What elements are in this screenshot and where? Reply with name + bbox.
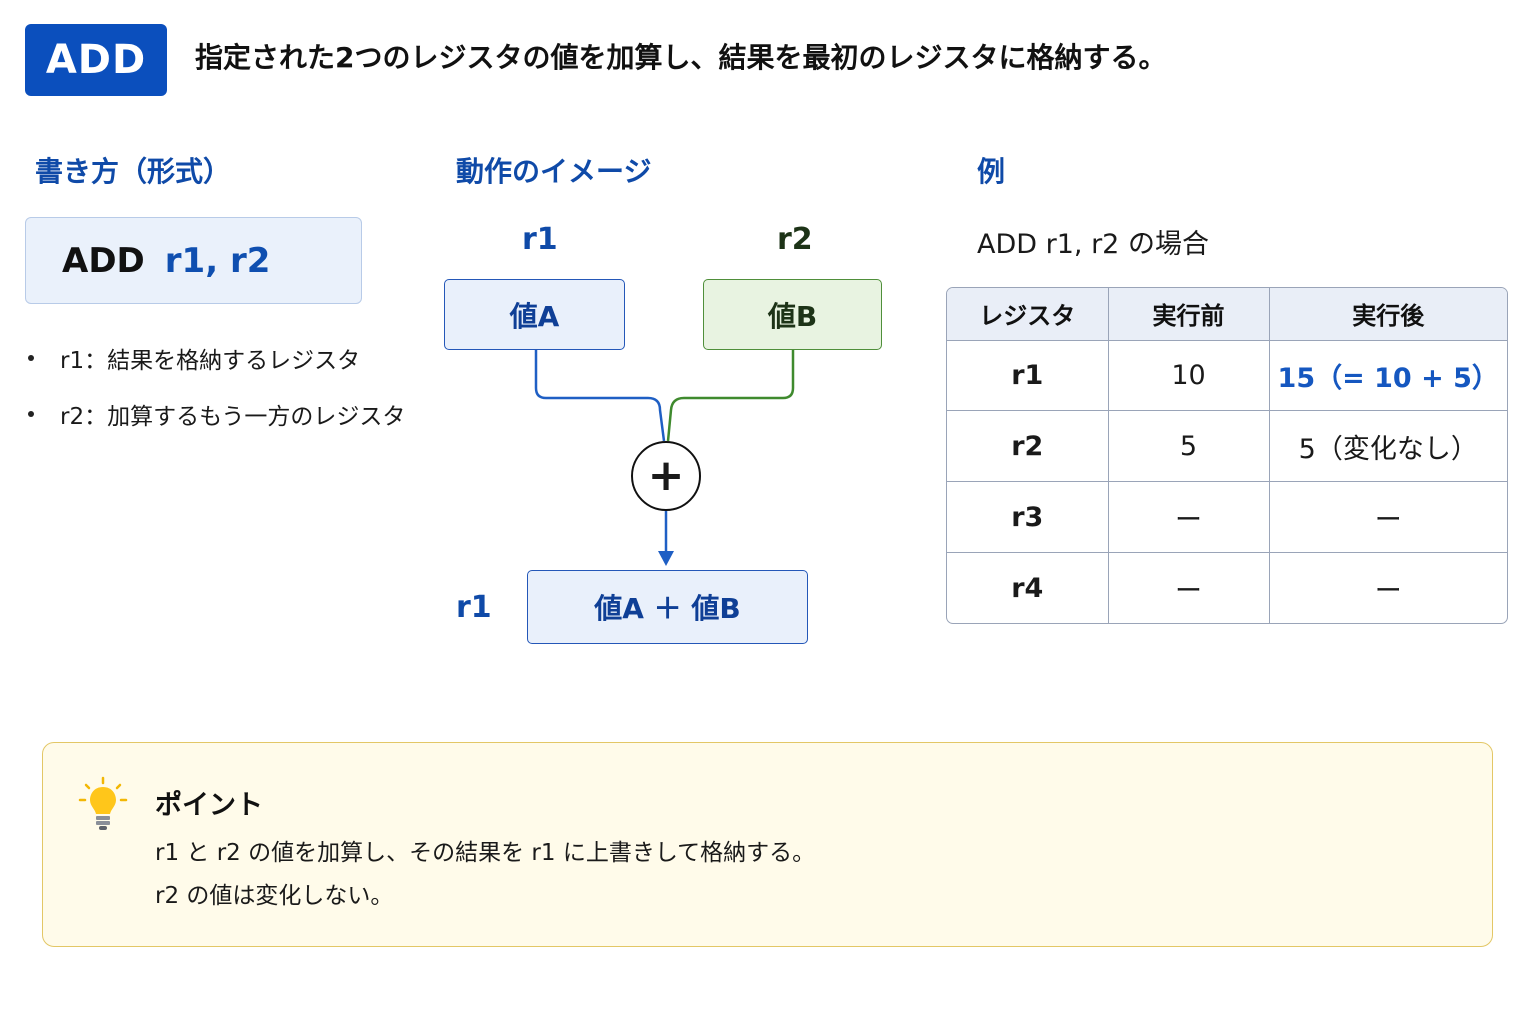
list-item: r2：加算するもう一方のレジスタ: [28, 386, 405, 442]
instruction-description: 指定された2つのレジスタの値を加算し、結果を最初のレジスタに格納する。: [195, 41, 1167, 74]
list-item: r1：結果を格納するレジスタ: [28, 330, 405, 386]
connector-b: [666, 350, 795, 442]
table-cell: 5（変化なし）: [1268, 410, 1507, 483]
point-line: r2 の値は変化しない。: [155, 883, 394, 909]
value-a-box: 値A: [444, 279, 625, 350]
table-row: r1 10 15（= 10 + 5）: [947, 339, 1507, 412]
table-header-cell: レジスタ: [947, 288, 1109, 341]
lightbulb-icon: [78, 776, 128, 830]
table-cell: r3: [947, 481, 1109, 554]
point-callout: [42, 742, 1493, 947]
result-arrow-head: [658, 551, 674, 566]
register-label-b: r2: [777, 222, 813, 257]
example-subtitle: ADD r1, r2 の場合: [977, 229, 1209, 260]
plus-operator-icon: +: [631, 441, 701, 511]
table-cell: r4: [947, 552, 1109, 623]
example-section-title: 例: [977, 155, 1006, 188]
value-b-box: 値B: [703, 279, 882, 350]
table-cell: ー: [1268, 552, 1507, 623]
instruction-badge: ADD: [25, 24, 167, 96]
syntax-section-title: 書き方（形式）: [35, 155, 232, 188]
bullet-text: r2：加算するもう一方のレジスタ: [60, 404, 406, 430]
table-cell: 10: [1107, 339, 1270, 412]
result-value-box: 値A ＋ 値B: [527, 570, 808, 644]
table-cell: 15（= 10 + 5）: [1268, 339, 1507, 412]
table-cell: r2: [947, 410, 1109, 483]
diagram-section-title: 動作のイメージ: [456, 155, 652, 188]
point-line: r1 と r2 の値を加算し、その結果を r1 に上書きして格納する。: [155, 840, 816, 866]
table-row: r3 ー ー: [947, 481, 1507, 554]
table-cell: ー: [1107, 481, 1270, 554]
table-row: r4 ー ー: [947, 552, 1507, 623]
table-header-cell: 実行前: [1107, 288, 1270, 341]
syntax-bullet-list: r1：結果を格納するレジスタ r2：加算するもう一方のレジスタ: [28, 330, 405, 442]
table-row: r2 5 5（変化なし）: [947, 410, 1507, 483]
syntax-box: ADD r1, r2: [25, 217, 362, 304]
table-header-row: レジスタ 実行前 実行後: [947, 288, 1507, 341]
connector-a: [534, 350, 666, 442]
bullet-dot-icon: [28, 411, 34, 417]
point-title: ポイント: [155, 790, 263, 821]
table-cell: 5: [1107, 410, 1270, 483]
table-cell: r1: [947, 339, 1109, 412]
syntax-operands: r1, r2: [164, 240, 271, 281]
bullet-text: r1：結果を格納するレジスタ: [60, 348, 361, 374]
register-label-a: r1: [522, 222, 558, 257]
example-table: レジスタ 実行前 実行後 r1 10 15（= 10 + 5） r2 5 5（変…: [946, 287, 1508, 624]
result-register-label: r1: [456, 590, 492, 625]
table-cell: ー: [1107, 552, 1270, 623]
table-cell: ー: [1268, 481, 1507, 554]
bullet-dot-icon: [28, 355, 34, 361]
syntax-opcode: ADD: [62, 240, 145, 281]
table-header-cell: 実行後: [1268, 288, 1507, 341]
